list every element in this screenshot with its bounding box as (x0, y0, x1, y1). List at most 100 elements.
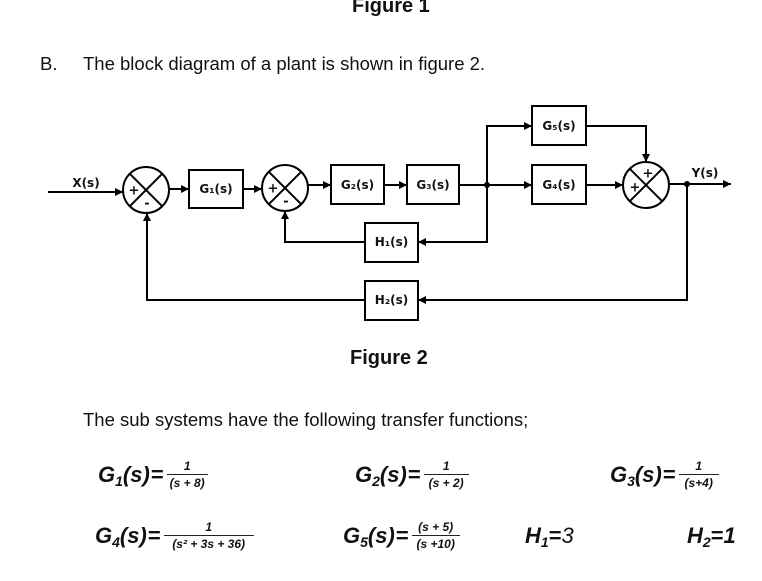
input-label: X(s) (72, 176, 99, 190)
constant-equals: = (548, 523, 562, 548)
tf-numerator: 1 (163, 520, 254, 536)
tf-lhs: G3(s)= (610, 462, 676, 489)
tf-equals: = (147, 523, 161, 548)
plus-sign: + (129, 184, 140, 199)
constant-h1: H1=3 (525, 523, 574, 550)
output-label: Y(s) (691, 166, 719, 180)
constant-value: 3 (561, 523, 574, 548)
block-g5: G₅(s) (531, 105, 587, 146)
tf-lhs: G1(s)= (98, 462, 164, 489)
block-h1-box (364, 222, 419, 263)
tf-denominator: (s + 2) (428, 476, 464, 490)
constant-h2: H2=1 (687, 523, 736, 550)
block-g1: G₁(s) (188, 169, 244, 209)
feedback-line-from-h1 (281, 211, 365, 243)
block-h2: H₂(s) (364, 280, 419, 321)
block-h1-label: H₁(s) (375, 235, 408, 249)
tf-subscript: 4 (112, 534, 120, 550)
junction-cross-line (128, 172, 164, 208)
tf-symbol: G (343, 523, 361, 548)
constant-subscript: 2 (702, 534, 711, 550)
block-g3-label: G₃(s) (416, 178, 449, 192)
intro-text: The sub systems have the following trans… (83, 409, 529, 430)
transfer-function-g2: G2(s)= 1 (s + 2) (355, 459, 469, 491)
section-text: The block diagram of a plant is shown in… (83, 53, 486, 74)
tf-argument: (s) (119, 523, 147, 548)
tf-fraction: 1 (s² + 3s + 36) (163, 520, 254, 552)
tf-symbol: G (610, 462, 628, 487)
tf-argument: (s) (122, 462, 150, 487)
plus-sign: + (630, 181, 641, 196)
tf-symbol: G (95, 523, 113, 548)
tf-equals: = (150, 462, 164, 487)
transfer-function-g5: G5(s)= (s + 5) (s +10) (343, 520, 460, 552)
tf-subscript: 3 (627, 473, 635, 489)
block-h1: H₁(s) (364, 222, 419, 263)
transfer-function-g4: G4(s)= 1 (s² + 3s + 36) (95, 520, 254, 552)
block-g4-label: G₄(s) (542, 178, 575, 192)
tf-denominator: (s + 8) (169, 476, 205, 490)
tf-argument: (s) (379, 462, 407, 487)
tf-equals: = (395, 523, 409, 548)
tf-symbol: G (98, 462, 116, 487)
figure-1-caption: Figure 1 (352, 0, 430, 17)
figure-2-caption: Figure 2 (350, 347, 428, 369)
constant-subscript: 1 (540, 534, 549, 550)
constant-value: 1 (723, 523, 736, 548)
tf-denominator: (s +10) (416, 537, 455, 551)
block-g1-box (188, 169, 244, 209)
tf-fraction: 1 (s + 8) (166, 459, 208, 491)
transfer-function-g3: G3(s)= 1 (s+4) (610, 459, 719, 491)
summing-junction-2: + - (261, 164, 309, 212)
tf-fraction: 1 (s + 2) (423, 459, 469, 491)
block-g5-label: G₅(s) (542, 119, 575, 133)
minus-sign: - (283, 195, 288, 210)
tf-equals: = (407, 462, 421, 487)
block-h2-label: H₂(s) (375, 293, 408, 307)
signal-line-from-g5 (586, 125, 650, 162)
tf-subscript: 1 (115, 473, 123, 489)
constant-expression: H2=1 (687, 523, 736, 550)
signal-line-to-g5 (486, 122, 532, 185)
tf-denominator: (s² + 3s + 36) (172, 537, 246, 551)
tf-equals: = (662, 462, 676, 487)
tf-subscript: 5 (360, 534, 368, 550)
feedback-line-to-h1 (418, 185, 488, 246)
block-g2: G₂(s) (330, 164, 385, 205)
transfer-function-g1: G1(s)= 1 (s + 8) (98, 459, 208, 491)
plus-sign: + (643, 167, 654, 182)
constant-symbol: H (687, 523, 703, 548)
block-g2-box (330, 164, 385, 205)
tf-numerator: 1 (166, 459, 208, 475)
tf-numerator: 1 (423, 459, 469, 475)
block-h2-box (364, 280, 419, 321)
tf-lhs: G4(s)= (95, 523, 161, 550)
tf-argument: (s) (367, 523, 395, 548)
junction-cross-line (628, 167, 664, 203)
block-g3: G₃(s) (406, 164, 460, 205)
tf-fraction: 1 (s+4) (678, 459, 719, 491)
block-g1-label: G₁(s) (199, 182, 232, 196)
minus-sign: - (144, 197, 149, 212)
block-g4: G₄(s) (531, 164, 587, 205)
tf-symbol: G (355, 462, 373, 487)
tf-fraction: (s + 5) (s +10) (411, 520, 460, 552)
tf-subscript: 2 (372, 473, 380, 489)
block-g2-label: G₂(s) (341, 178, 374, 192)
tf-lhs: G2(s)= (355, 462, 421, 489)
block-g5-box (531, 105, 587, 146)
feedback-line-to-h2 (418, 184, 688, 304)
tf-argument: (s) (634, 462, 662, 487)
summing-junction-3: + + (622, 161, 670, 209)
tf-numerator: 1 (678, 459, 719, 475)
plus-sign: + (268, 182, 279, 197)
tf-lhs: G5(s)= (343, 523, 409, 550)
section-label: B. (40, 53, 58, 74)
constant-equals: = (710, 523, 724, 548)
tf-denominator: (s+4) (684, 476, 713, 490)
feedback-line-from-h2 (143, 213, 365, 301)
summing-junction-1: + - (122, 166, 170, 214)
tf-numerator: (s + 5) (411, 520, 460, 536)
block-g3-box (406, 164, 460, 205)
